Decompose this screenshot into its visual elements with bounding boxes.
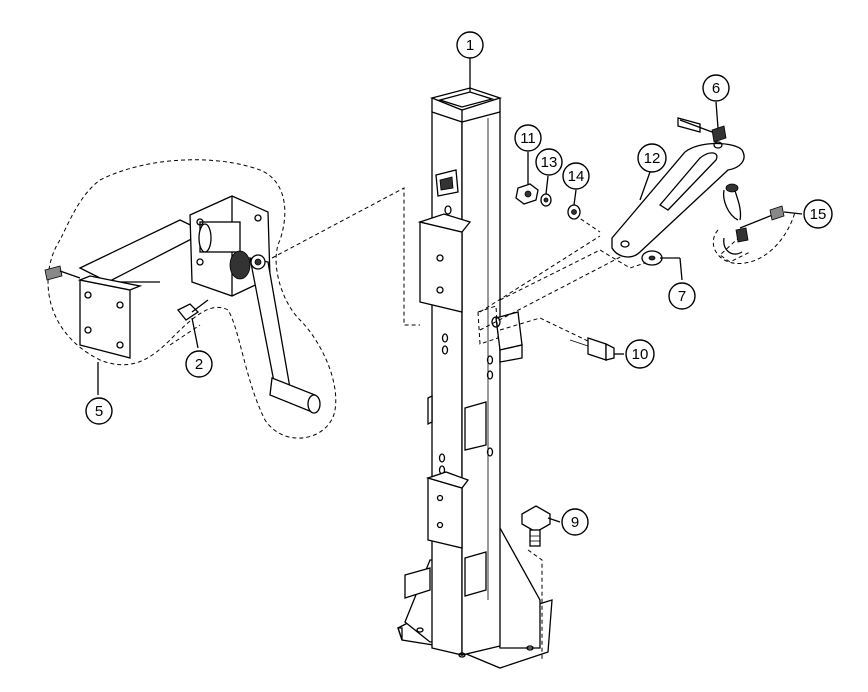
callout-12: 12 [637,143,667,173]
callout-label: 9 [571,514,579,531]
callout-label: 5 [95,403,103,420]
callout-5: 5 [85,397,113,425]
callout-1: 1 [456,31,484,59]
callout-15: 15 [803,199,833,229]
callout-10: 10 [625,339,655,369]
callout-label: 1 [466,37,474,54]
callout-label: 7 [678,288,686,305]
callout-11: 11 [514,124,542,152]
callout-label: 14 [568,168,585,185]
callout-label: 10 [632,346,649,363]
leader-lines [97,58,803,523]
bracket-12 [611,141,745,258]
bolt-2 [176,299,209,321]
callout-14: 14 [562,162,590,190]
bolt-6 [677,117,727,143]
callout-6: 6 [702,74,730,102]
callout-label: 12 [644,150,661,167]
callout-13: 13 [535,148,563,176]
mast-post [397,87,553,669]
bolt-9 [521,505,551,547]
callout-9: 9 [561,508,589,536]
callout-7: 7 [668,282,696,310]
callout-label: 2 [195,356,203,373]
callout-label: 11 [520,130,536,147]
winch-assembly [44,159,337,439]
bolt-10 [569,337,615,361]
callout-2: 2 [185,350,213,378]
callout-label: 13 [541,154,558,171]
shackle-15 [712,183,796,265]
callout-label: 6 [712,80,720,97]
hardware-11-13-14 [515,183,581,220]
callout-label: 15 [810,206,827,223]
washer-7 [641,250,663,266]
